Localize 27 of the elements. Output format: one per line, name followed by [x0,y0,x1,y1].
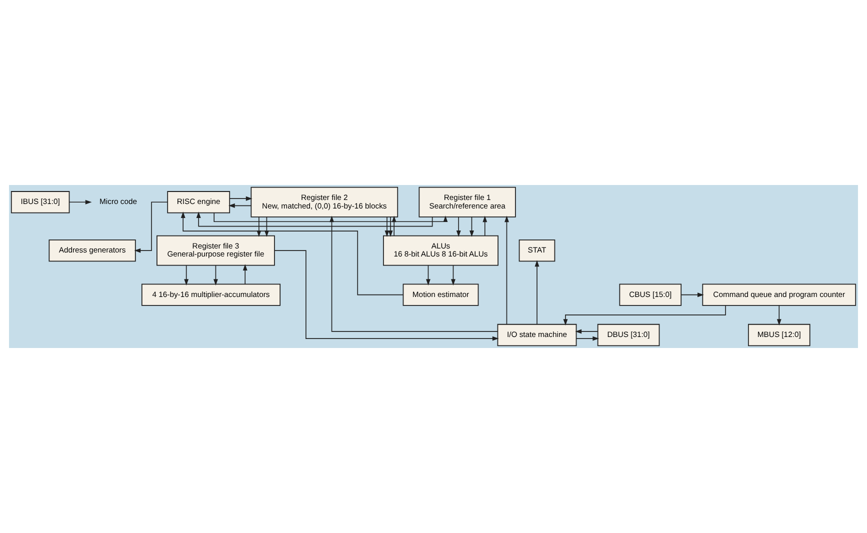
arrow [213,265,218,286]
arrow [680,292,704,298]
arrow [563,305,726,326]
arrow [214,212,448,222]
arrow [392,216,396,236]
arrow [242,264,248,285]
arrow [384,216,390,237]
arrow [576,336,600,341]
arrow [184,265,189,286]
arrow [776,305,782,326]
arrow [426,265,430,286]
arrow [470,216,474,237]
arrow [456,216,461,237]
arrow [180,212,404,296]
arrow [575,329,598,334]
arrow [229,196,252,201]
arrow [228,203,252,208]
arrow [330,216,498,332]
arrow [274,250,499,341]
arrow [68,200,92,204]
arrow [451,265,456,286]
arrow [388,216,393,237]
arrow [534,260,540,325]
arrow [504,216,509,325]
arrow [196,212,433,227]
arrow [482,216,488,236]
arrow [134,202,168,253]
